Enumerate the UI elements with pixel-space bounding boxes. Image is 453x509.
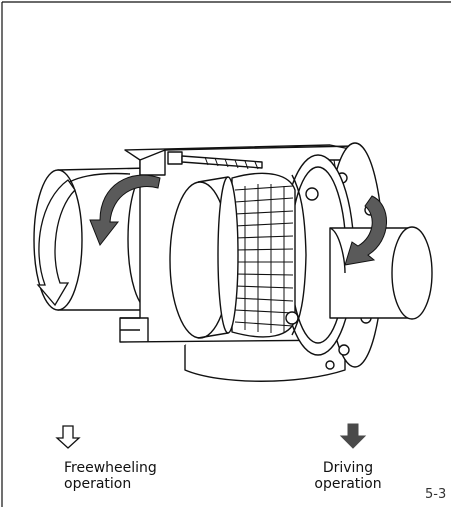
freewheeling-label-line2: operation [64, 476, 132, 492]
sprag-cage [231, 172, 296, 338]
figure-number: 5-3 [425, 487, 447, 502]
inner-rings [169, 176, 239, 339]
driving-label-line2: operation [314, 476, 382, 492]
driving-label: Driving operation [308, 460, 388, 492]
freewheeling-label: Freewheeling operation [64, 460, 157, 492]
outline-down-arrow-icon [55, 425, 81, 449]
bearing-balls [285, 187, 319, 325]
freewheeling-label-line1: Freewheeling [64, 460, 157, 476]
curved-rotation-arrow-icon [36, 174, 387, 307]
driving-label-line1: Driving [322, 460, 374, 476]
solid-down-arrow-icon [339, 423, 367, 449]
clutch-illustration [33, 142, 433, 382]
